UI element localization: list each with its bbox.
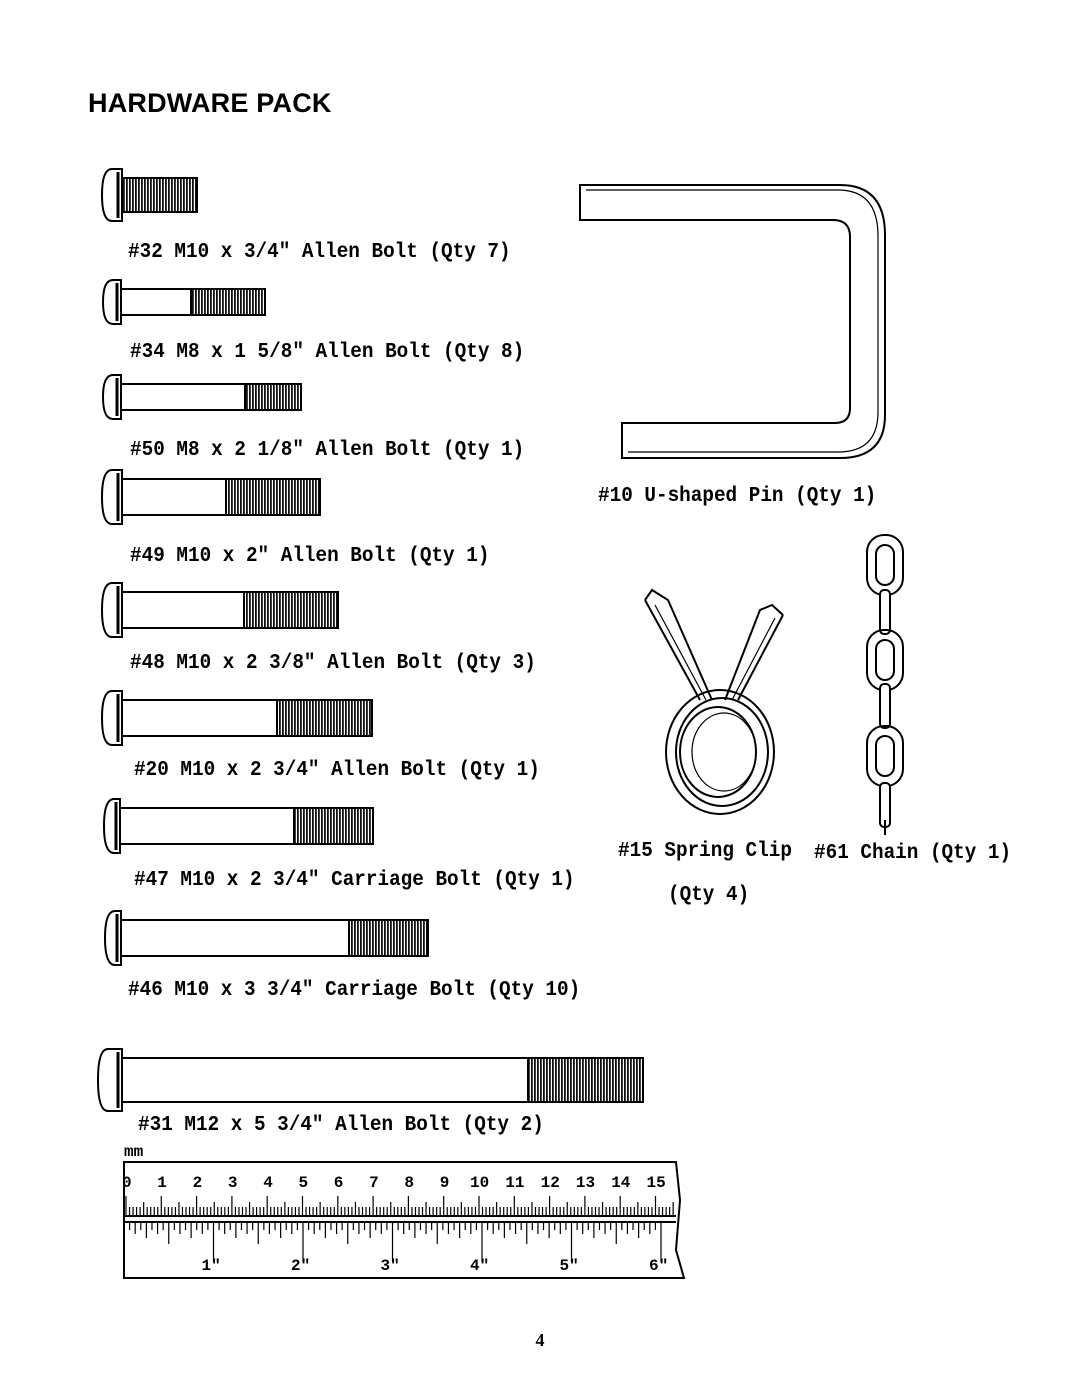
part-label-46: #46 M10 x 3 3/4″ Carriage Bolt (Qty 10) [128,979,581,1002]
page-number: 4 [535,1330,545,1350]
spring-clip-icon [644,588,784,815]
bolt-32-icon [100,168,198,222]
bolt-48-icon [100,582,339,638]
ruler-cm-label: 14 [611,1174,631,1192]
chain-icon [866,534,904,835]
part-label-15-qty: (Qty 4) [668,884,750,907]
ruler-cm-label: 9 [440,1174,450,1192]
ruler-cm-label: 12 [541,1174,560,1192]
ruler-cm-label: 5 [299,1174,309,1192]
part-label-15: #15 Spring Clip [618,840,792,863]
part-label-20: #20 M10 x 2 3/4″ Allen Bolt (Qty 1) [134,759,540,782]
ruler-cm-label: 10 [470,1174,489,1192]
ruler-cm-label: 2 [193,1174,203,1192]
part-label-61: #61 Chain (Qty 1) [814,842,1012,865]
ruler-cm-label: 8 [404,1174,414,1192]
ruler-unit-mark: mm [124,1143,144,1161]
ruler-inch-label: 3″ [381,1257,400,1275]
bolt-34-icon [101,279,266,325]
ruler-cm-label: 3 [228,1174,238,1192]
ruler-inch-label: 5″ [560,1257,579,1275]
page-title: HARDWARE PACK [88,88,332,118]
ruler-inch-label: 4″ [470,1257,489,1275]
ruler-cm-label: 4 [263,1174,273,1192]
bolt-47-icon [102,798,374,854]
bolt-50-icon [101,374,302,420]
ruler-inch-label: 6″ [649,1257,668,1275]
part-label-10: #10 U-shaped Pin (Qty 1) [598,485,877,508]
part-label-50: #50 M8 x 2 1/8″ Allen Bolt (Qty 1) [130,439,525,462]
ruler-cm-label: 13 [576,1174,595,1192]
u-pin-icon [579,184,886,459]
bolt-20-icon [100,690,373,746]
part-label-34: #34 M8 x 1 5/8″ Allen Bolt (Qty 8) [130,341,525,364]
part-label-31: #31 M12 x 5 3/4″ Allen Bolt (Qty 2) [138,1114,544,1137]
part-label-48: #48 M10 x 2 3/8″ Allen Bolt (Qty 3) [130,652,536,675]
bolt-31-icon [96,1048,644,1112]
bolt-46-icon [103,910,429,966]
ruler-cm-label: 11 [505,1174,524,1192]
bolt-49-icon [100,469,321,525]
part-label-47: #47 M10 x 2 3/4″ Carriage Bolt (Qty 1) [134,869,575,892]
ruler-cm-label: 6 [334,1174,344,1192]
ruler-cm-label: 15 [647,1174,666,1192]
part-label-32: #32 M10 x 3/4″ Allen Bolt (Qty 7) [128,241,511,264]
ruler-inch-label: 1″ [202,1257,221,1275]
part-label-49: #49 M10 x 2″ Allen Bolt (Qty 1) [130,545,490,568]
ruler-cm-label: 7 [369,1174,379,1192]
ruler-cm-label: 1 [157,1174,167,1192]
ruler-inch-label: 2″ [291,1257,310,1275]
ruler-cm-label: 0 [122,1174,132,1192]
